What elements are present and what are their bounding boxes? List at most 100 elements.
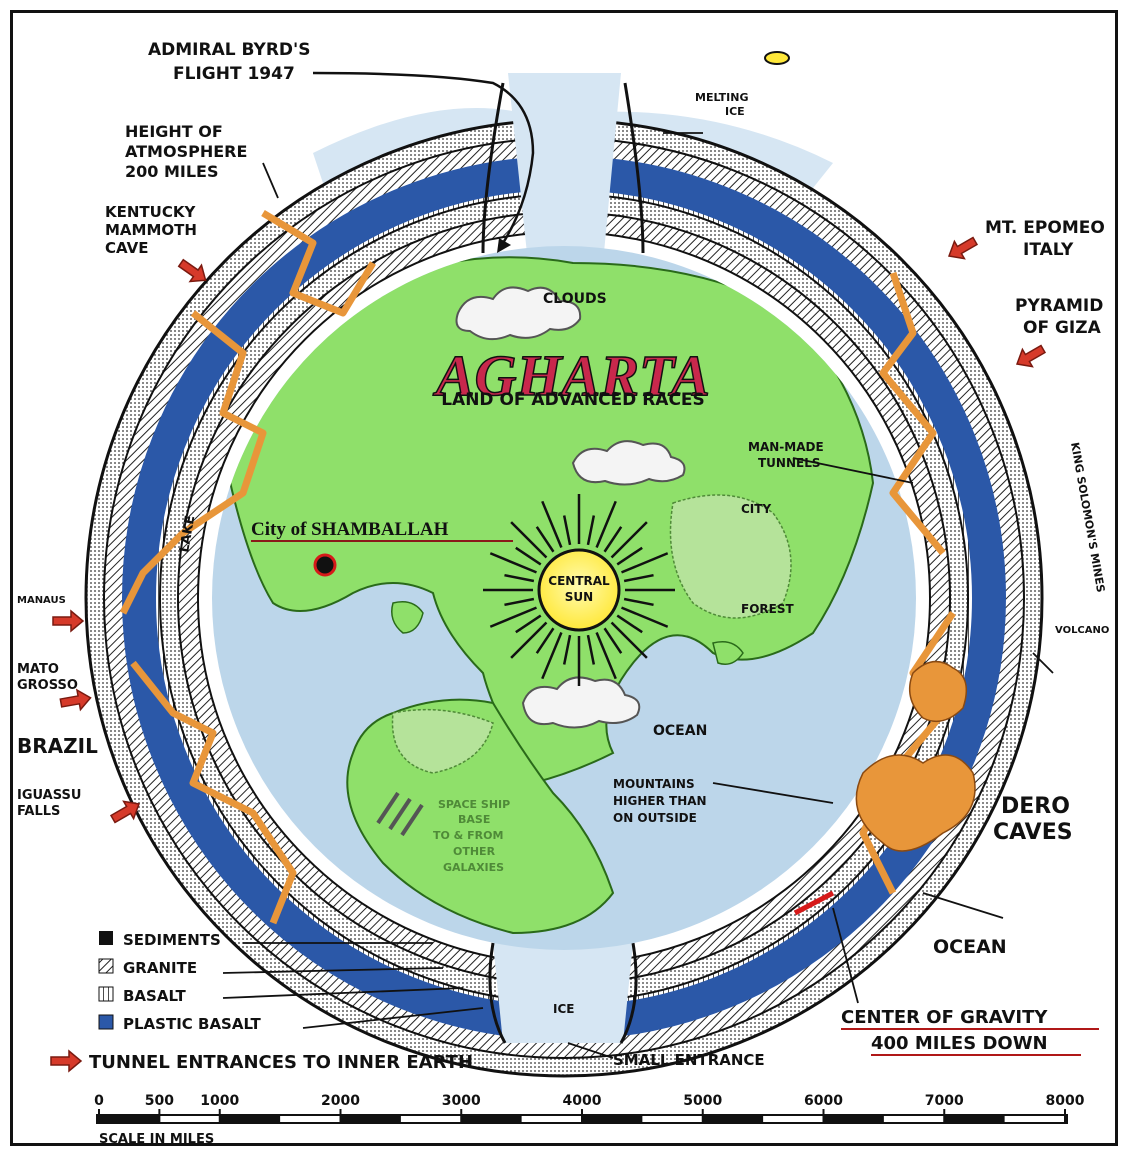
scale-segment bbox=[823, 1115, 884, 1123]
sun-label-1: CENTRAL bbox=[548, 574, 610, 588]
island bbox=[391, 601, 424, 634]
legend-granite: GRANITE bbox=[123, 959, 197, 977]
south-polar-opening bbox=[488, 942, 638, 1044]
epomeo-label-2: ITALY bbox=[1023, 240, 1074, 260]
sun-ray bbox=[515, 546, 542, 566]
legend-swatch-basalt bbox=[98, 986, 114, 1002]
sun-ray bbox=[603, 526, 623, 553]
island bbox=[712, 641, 744, 665]
hollow-earth-diagram: AGHARTA LAND OF ADVANCED RACES ADMIRAL B… bbox=[17, 40, 1109, 1143]
scale-segment bbox=[340, 1115, 401, 1123]
kentucky-label-1: KENTUCKY bbox=[105, 203, 196, 221]
dero-caves bbox=[855, 660, 976, 852]
dero-label-1: DERO bbox=[1001, 794, 1070, 819]
ice-label: ICE bbox=[553, 1002, 574, 1016]
sun-ray bbox=[489, 552, 537, 574]
byrd-label-1: ADMIRAL BYRD'S bbox=[148, 40, 311, 60]
sun-ray bbox=[610, 621, 648, 659]
atmos-label-2: ATMOSPHERE bbox=[125, 142, 247, 161]
spaceship-base-region bbox=[391, 708, 494, 774]
tunnels-label-2: TUNNELS bbox=[758, 456, 821, 470]
sun-label-2: SUN bbox=[565, 590, 593, 604]
lake-label: LAKE bbox=[177, 514, 198, 553]
forest-region bbox=[669, 494, 792, 619]
king-solomon-label: KING SOLOMON'S MINES bbox=[1068, 441, 1107, 593]
legend-swatch-plastic-basalt bbox=[98, 1014, 114, 1030]
ocean-inner-label: OCEAN bbox=[653, 723, 707, 739]
atmos-label-3: 200 MILES bbox=[125, 162, 219, 181]
arrow-epomeo bbox=[948, 236, 979, 260]
scale-segment bbox=[461, 1115, 522, 1123]
legend-sediments: SEDIMENTS bbox=[123, 931, 221, 949]
title-agharta: AGHARTA bbox=[433, 343, 710, 408]
mato-label-2: GROSSO bbox=[17, 678, 78, 693]
sun-ray bbox=[562, 515, 572, 546]
sun-ray bbox=[586, 634, 596, 665]
scale-label: SCALE IN MILES bbox=[99, 1132, 214, 1143]
tunnels-label-1: MAN-MADE bbox=[748, 440, 824, 454]
spaceship-labels: SPACE SHIP BASE TO & FROM OTHER GALAXIES bbox=[433, 798, 510, 874]
shamballah-marker bbox=[251, 540, 513, 577]
gravity-label-2: 400 MILES DOWN bbox=[871, 1033, 1048, 1054]
tunnels bbox=[119, 209, 956, 925]
spaceship-label-1: SPACE SHIP bbox=[438, 798, 510, 811]
byrd-aircraft bbox=[764, 51, 790, 65]
scale-tick-label: 7000 bbox=[925, 1093, 964, 1109]
brazil-label: BRAZIL bbox=[17, 734, 98, 758]
mato-label-1: MATO bbox=[17, 662, 59, 677]
sun-ray bbox=[535, 526, 555, 553]
kentucky-label-2: MAMMOTH bbox=[105, 221, 197, 239]
mountains-label-2: HIGHER THAN bbox=[613, 794, 707, 808]
clouds bbox=[455, 286, 686, 729]
atmos-label-1: HEIGHT OF bbox=[125, 122, 223, 141]
volcano-label: VOLCANO bbox=[1055, 625, 1109, 636]
epomeo-label-1: MT. EPOMEO bbox=[985, 218, 1105, 238]
sun-ray bbox=[489, 606, 537, 628]
labels: ADMIRAL BYRD'S FLIGHT 1947 HEIGHT OF ATM… bbox=[17, 40, 1109, 1069]
sun-ray bbox=[616, 614, 643, 634]
sun-ray bbox=[510, 521, 548, 559]
scale-segment bbox=[944, 1115, 1005, 1123]
spaceship-label-2: BASE bbox=[458, 813, 490, 826]
arrow-manaus bbox=[52, 609, 85, 633]
dero-label-2: CAVES bbox=[993, 820, 1073, 845]
sun-ray bbox=[510, 621, 548, 659]
sun-ray bbox=[610, 521, 648, 559]
sun-ray bbox=[586, 515, 596, 546]
central-sun bbox=[483, 494, 675, 686]
subtitle-line: LAND OF ADVANCED RACES bbox=[441, 390, 705, 410]
small-entrance-label: SMALL ENTRANCE bbox=[613, 1051, 765, 1069]
legend-swatch-granite bbox=[98, 958, 114, 974]
scale-tick-label: 0 bbox=[94, 1093, 104, 1109]
clouds-label: CLOUDS bbox=[543, 291, 607, 307]
sun-ray bbox=[535, 627, 555, 654]
sun-ray bbox=[621, 552, 669, 574]
leader-lines bbox=[222, 132, 1054, 1059]
sun-ray bbox=[504, 597, 535, 607]
legend-plastic-basalt: PLASTIC BASALT bbox=[123, 1015, 262, 1033]
north-polar-opening bbox=[481, 73, 645, 263]
legend-swatch-sediments bbox=[99, 931, 113, 945]
spaceship-label-3: TO & FROM bbox=[433, 829, 503, 842]
manaus-label: MANAUS bbox=[17, 595, 66, 606]
arrow-mato-grosso bbox=[59, 688, 92, 712]
kentucky-label-3: CAVE bbox=[105, 239, 148, 257]
giza-label-1: PYRAMID bbox=[1015, 296, 1103, 316]
city-label: CITY bbox=[741, 502, 771, 516]
scale-segment bbox=[582, 1115, 643, 1123]
iguassu-label-2: FALLS bbox=[17, 804, 60, 819]
arrow-legend bbox=[50, 1049, 83, 1073]
melting-label-2: ICE bbox=[725, 105, 745, 118]
sun-ray bbox=[595, 632, 617, 680]
spaceship-label-4: OTHER bbox=[453, 845, 496, 858]
spaceship-label-5: GALAXIES bbox=[443, 861, 504, 874]
sun-ray bbox=[623, 573, 654, 583]
ocean-outer-label: OCEAN bbox=[933, 936, 1007, 958]
scale-tick-label: 1000 bbox=[200, 1093, 239, 1109]
legend-basalt: BASALT bbox=[123, 987, 187, 1005]
scale-segment bbox=[219, 1115, 281, 1123]
sun-ray bbox=[504, 573, 535, 583]
scale-tick-label: 6000 bbox=[804, 1093, 843, 1109]
sun-ray bbox=[616, 546, 643, 566]
spaceship-icons bbox=[376, 791, 424, 837]
